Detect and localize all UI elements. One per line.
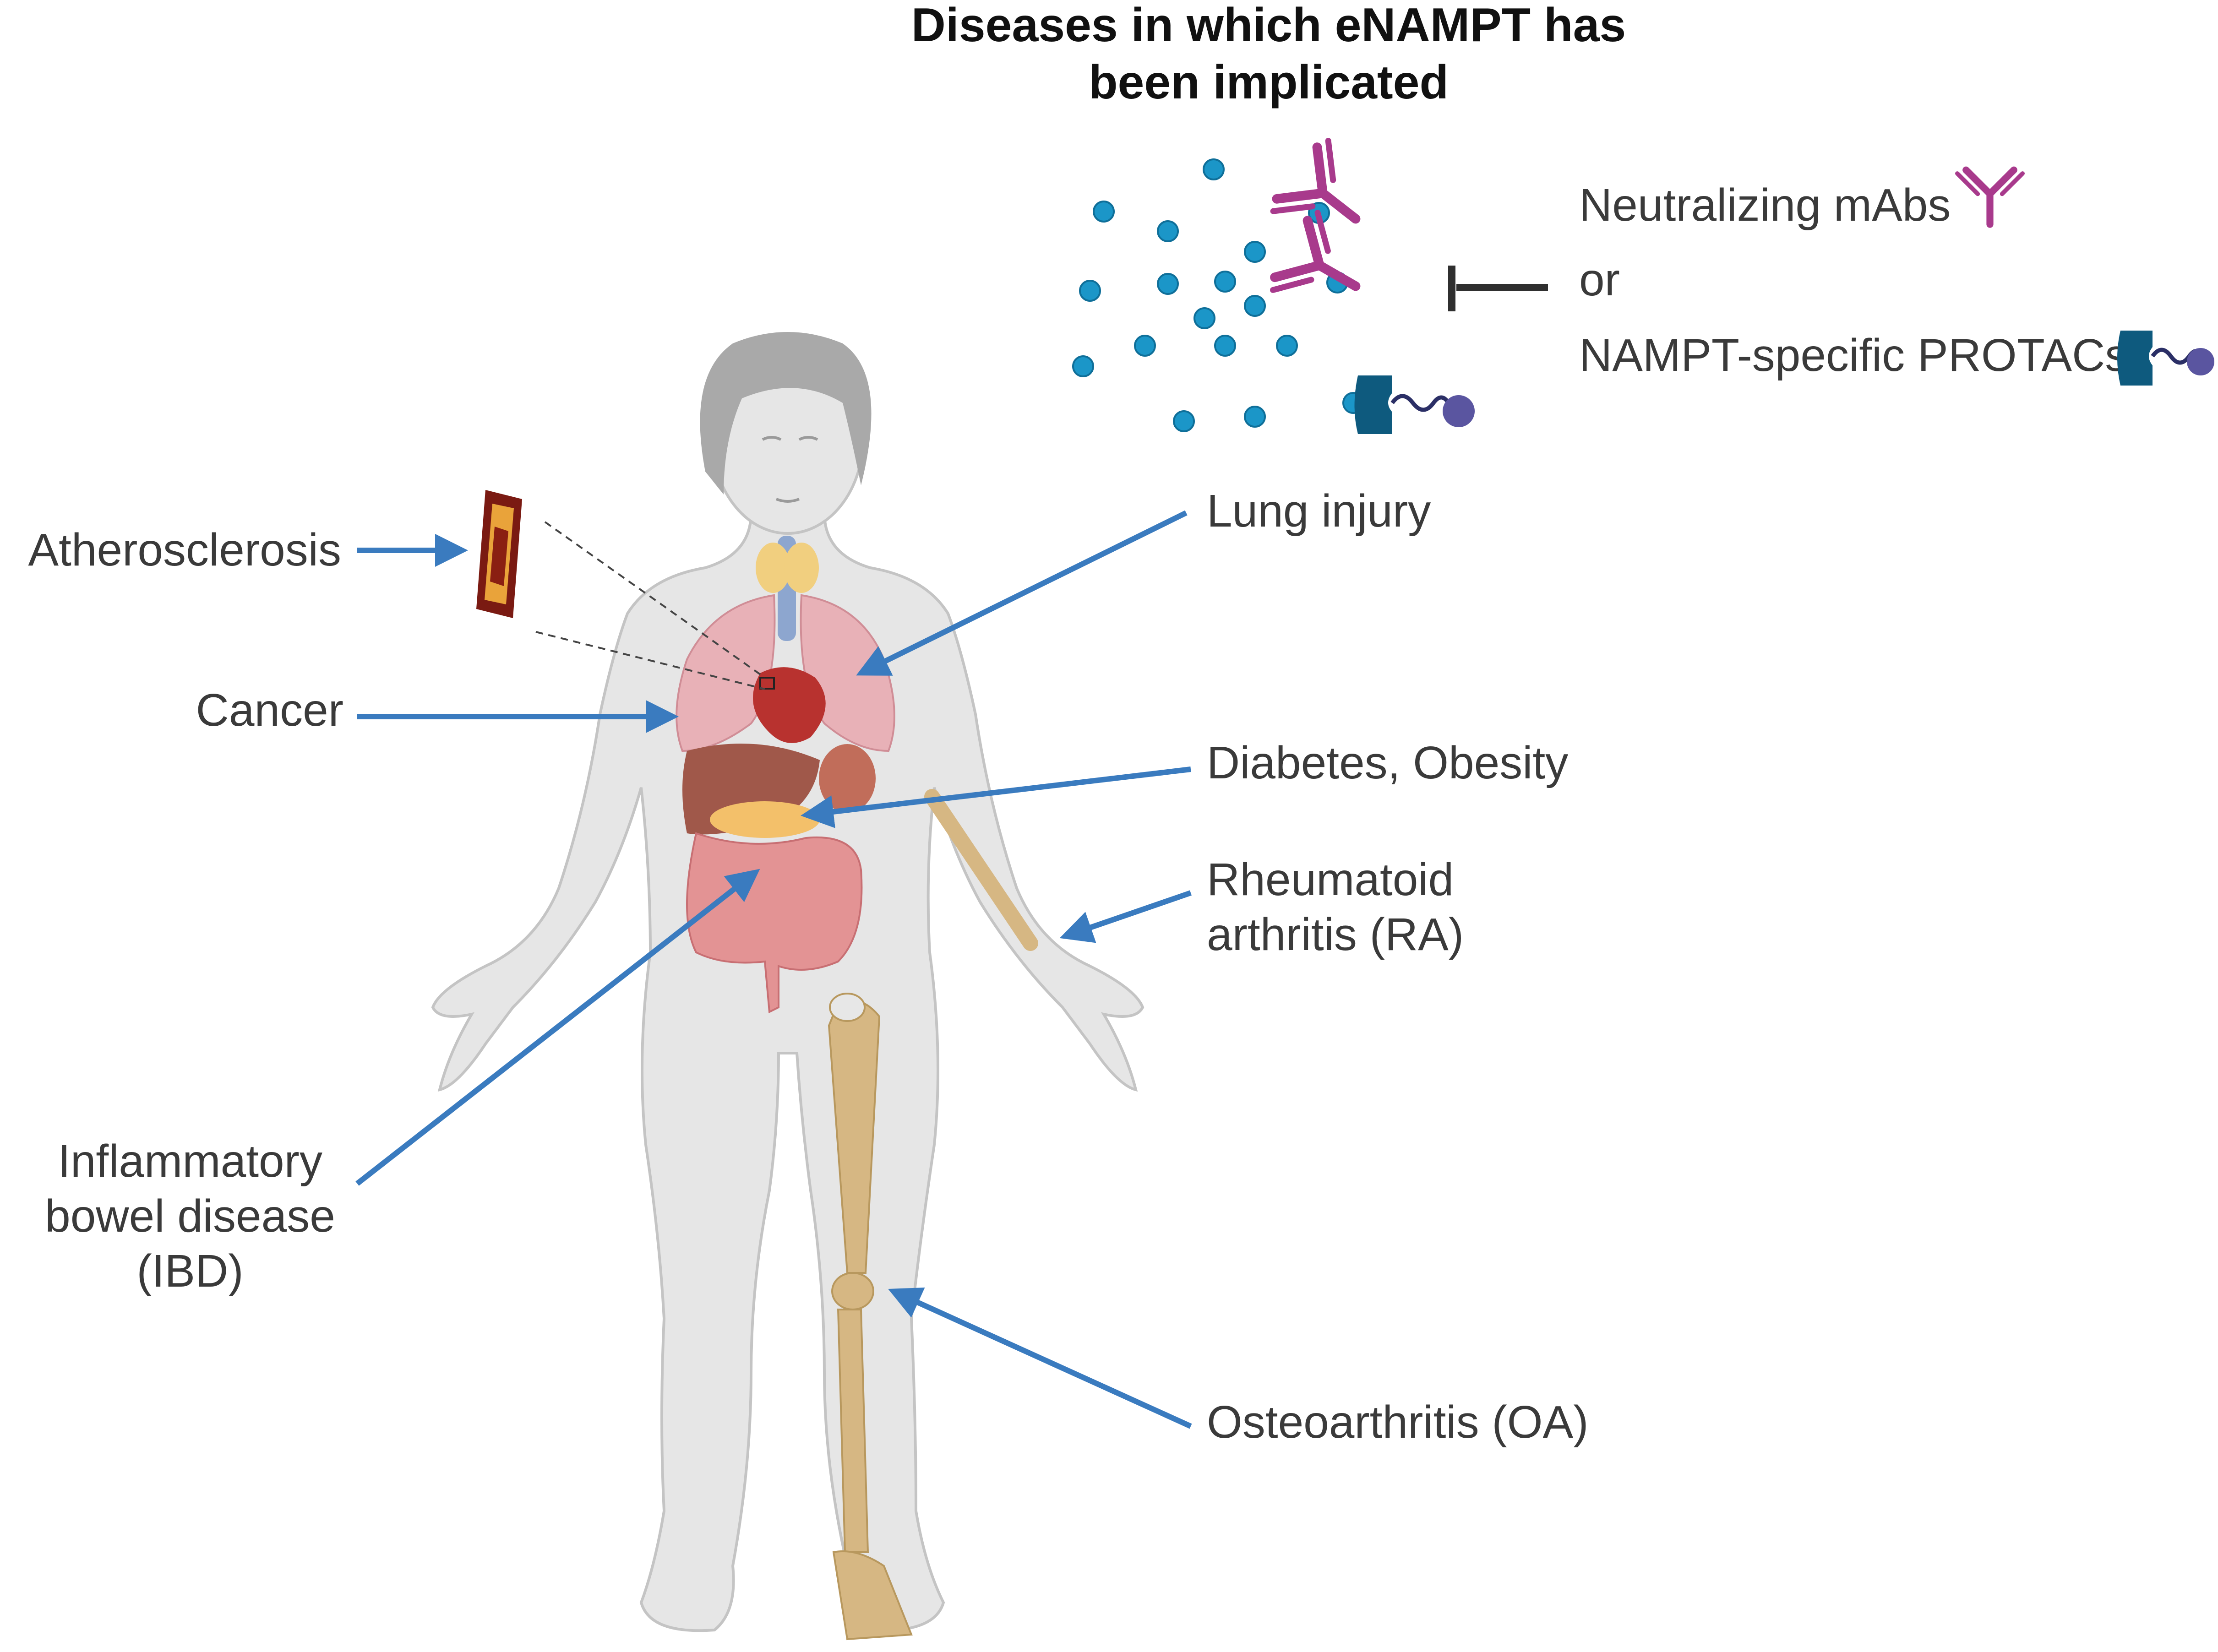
arrow-diabetes-obesity: [801, 766, 1191, 828]
leg-bones: [828, 993, 913, 1641]
lungs: [676, 594, 895, 752]
trachea-thyroid: [756, 536, 819, 641]
arrow-rheumatoid-arthritis: [1059, 890, 1192, 943]
protac-legend-icon: [2117, 331, 2214, 386]
label-ra-line-2: arthritis (RA): [1207, 909, 1464, 960]
antibody-icon: [1269, 210, 1378, 325]
antibody-legend-icon: [1957, 170, 2023, 224]
label-lung-injury: Lung injury: [1207, 485, 1431, 537]
arrow-lung-injury: [856, 510, 1188, 676]
protac-icon: [1354, 375, 1475, 434]
forearm-bones: [924, 789, 1038, 951]
label-ibd-line-3: (IBD): [136, 1245, 243, 1297]
legend-protacs-label: NAMPT-specific PROTACs: [1579, 330, 2128, 381]
title-line-1: Diseases in which eNAMPT has: [911, 0, 1626, 52]
enampt-molecule-cluster: [1072, 158, 1364, 432]
artery-inset: [476, 490, 766, 690]
arrow-osteoarthritis: [888, 1288, 1192, 1429]
label-diabetes-obesity: Diabetes, Obesity: [1207, 737, 1568, 788]
inhibition-symbol: [1448, 266, 1548, 311]
title-line-2: been implicated: [1089, 56, 1449, 109]
legend-mabs-label: Neutralizing mAbs: [1579, 179, 1951, 231]
label-osteoarthritis: Osteoarthritis (OA): [1207, 1397, 1589, 1448]
arrow-ibd: [355, 869, 760, 1186]
disease-arrows: [355, 510, 1192, 1429]
label-atherosclerosis: Atherosclerosis: [28, 524, 341, 576]
label-ibd-line-2: bowel disease: [45, 1190, 335, 1242]
label-ibd-line-1: Inflammatory: [58, 1136, 322, 1187]
label-cancer: Cancer: [196, 685, 343, 736]
legend-or-label: or: [1579, 254, 1620, 305]
human-body-figure: [431, 332, 1144, 1632]
heart: [753, 667, 826, 743]
label-ra-line-1: Rheumatoid: [1207, 854, 1454, 905]
